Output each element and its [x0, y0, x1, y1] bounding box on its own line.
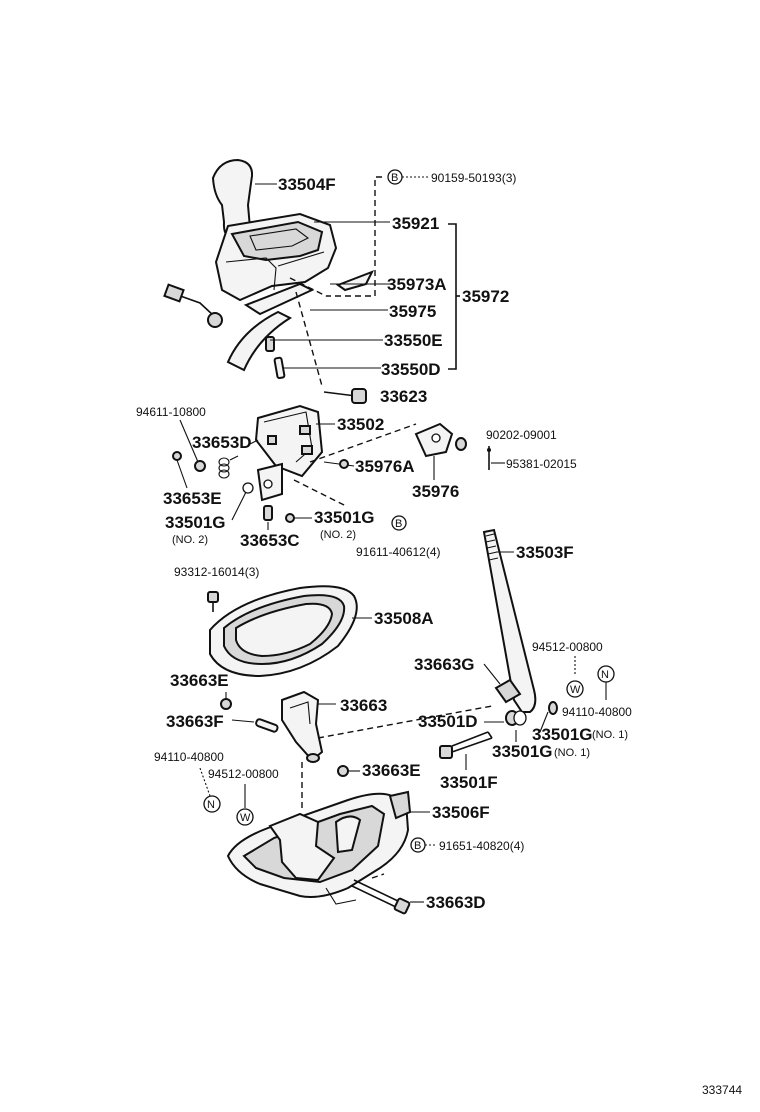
part-label-33663G: 33663G	[414, 655, 475, 674]
note-no1-a: (NO. 1)	[592, 729, 628, 741]
part-label-33501G-c: 33501G	[532, 725, 593, 744]
part-label-33508A: 33508A	[374, 609, 434, 628]
ref-94611: 94611-10800	[136, 405, 206, 419]
part-label-33653C: 33653C	[240, 531, 300, 550]
shift-lever-base	[226, 790, 412, 905]
part-label-33501D: 33501D	[418, 712, 478, 731]
part-label-33663E-b: 33663E	[362, 761, 421, 780]
part-label-35976: 35976	[412, 482, 459, 501]
bushing-pin	[265, 336, 286, 380]
position-indicator-plate	[209, 585, 358, 678]
part-label-35976A: 35976A	[355, 457, 415, 476]
symbol-w: W	[570, 684, 581, 696]
ref-94512-a: 94512-00800	[532, 640, 603, 654]
part-label-33502: 33502	[337, 415, 384, 434]
part-label-33504F: 33504F	[278, 175, 336, 194]
part-label-33501F: 33501F	[440, 773, 498, 792]
part-label-35975: 35975	[389, 302, 436, 321]
part-label-33550D: 33550D	[381, 360, 441, 379]
ref-91651: 91651-40820(4)	[439, 839, 524, 853]
ref-93312: 93312-16014(3)	[174, 565, 259, 579]
part-label-35972: 35972	[462, 287, 509, 306]
symbol-b-3: B	[414, 840, 421, 852]
ref-91611: 91611-40612(4)	[356, 545, 441, 559]
note-no2-b: (NO. 2)	[320, 529, 356, 541]
ref-94512-b: 94512-00800	[208, 767, 279, 781]
part-label-33663D: 33663D	[426, 893, 486, 912]
note-no1-b: (NO. 1)	[554, 747, 590, 759]
indicator-wire	[163, 283, 223, 328]
part-label-33663F: 33663F	[166, 712, 224, 731]
slide-plate	[226, 270, 375, 372]
symbol-b: B	[391, 172, 398, 184]
stopper-35976	[414, 422, 467, 458]
spring-33653D	[218, 457, 230, 479]
shift-lever-rod	[482, 528, 537, 713]
diagram-id: 333744	[702, 1083, 742, 1097]
symbol-w-2: W	[240, 812, 251, 824]
detent-plate	[281, 690, 324, 763]
note-no2-a: (NO. 2)	[172, 534, 208, 546]
screw-33623	[323, 388, 367, 404]
part-label-33653E: 33653E	[163, 489, 222, 508]
rod-end-joint	[494, 678, 558, 726]
console-housing	[214, 212, 338, 302]
symbol-b-2: B	[395, 518, 402, 530]
part-label-33506F: 33506F	[432, 803, 490, 822]
part-label-33503F: 33503F	[516, 543, 574, 562]
part-label-33501G-b: 33501G	[314, 508, 375, 527]
ref-90159: 90159-50193(3)	[431, 171, 516, 185]
bolt-33663D	[351, 879, 411, 915]
part-label-33501G-a: 33501G	[165, 513, 226, 532]
part-label-33501G-d: 33501G	[492, 742, 553, 761]
part-label-33623: 33623	[380, 387, 427, 406]
symbol-n-2: N	[207, 799, 215, 811]
ref-95381: 95381-02015	[506, 457, 577, 471]
ref-90202: 90202-09001	[486, 428, 557, 442]
part-label-33653D: 33653D	[192, 433, 252, 452]
ref-94110-a: 94110-40800	[562, 705, 632, 719]
part-label-33663E-a: 33663E	[170, 671, 229, 690]
part-label-33550E: 33550E	[384, 331, 443, 350]
part-label-35921: 35921	[392, 214, 439, 233]
bolt-33501F	[439, 731, 493, 759]
lock-bracket	[254, 404, 324, 502]
part-label-33663: 33663	[340, 696, 387, 715]
ref-94110-b: 94110-40800	[154, 750, 224, 764]
screw-93312	[207, 591, 219, 612]
part-label-35973A: 35973A	[387, 275, 447, 294]
symbol-n: N	[601, 669, 609, 681]
